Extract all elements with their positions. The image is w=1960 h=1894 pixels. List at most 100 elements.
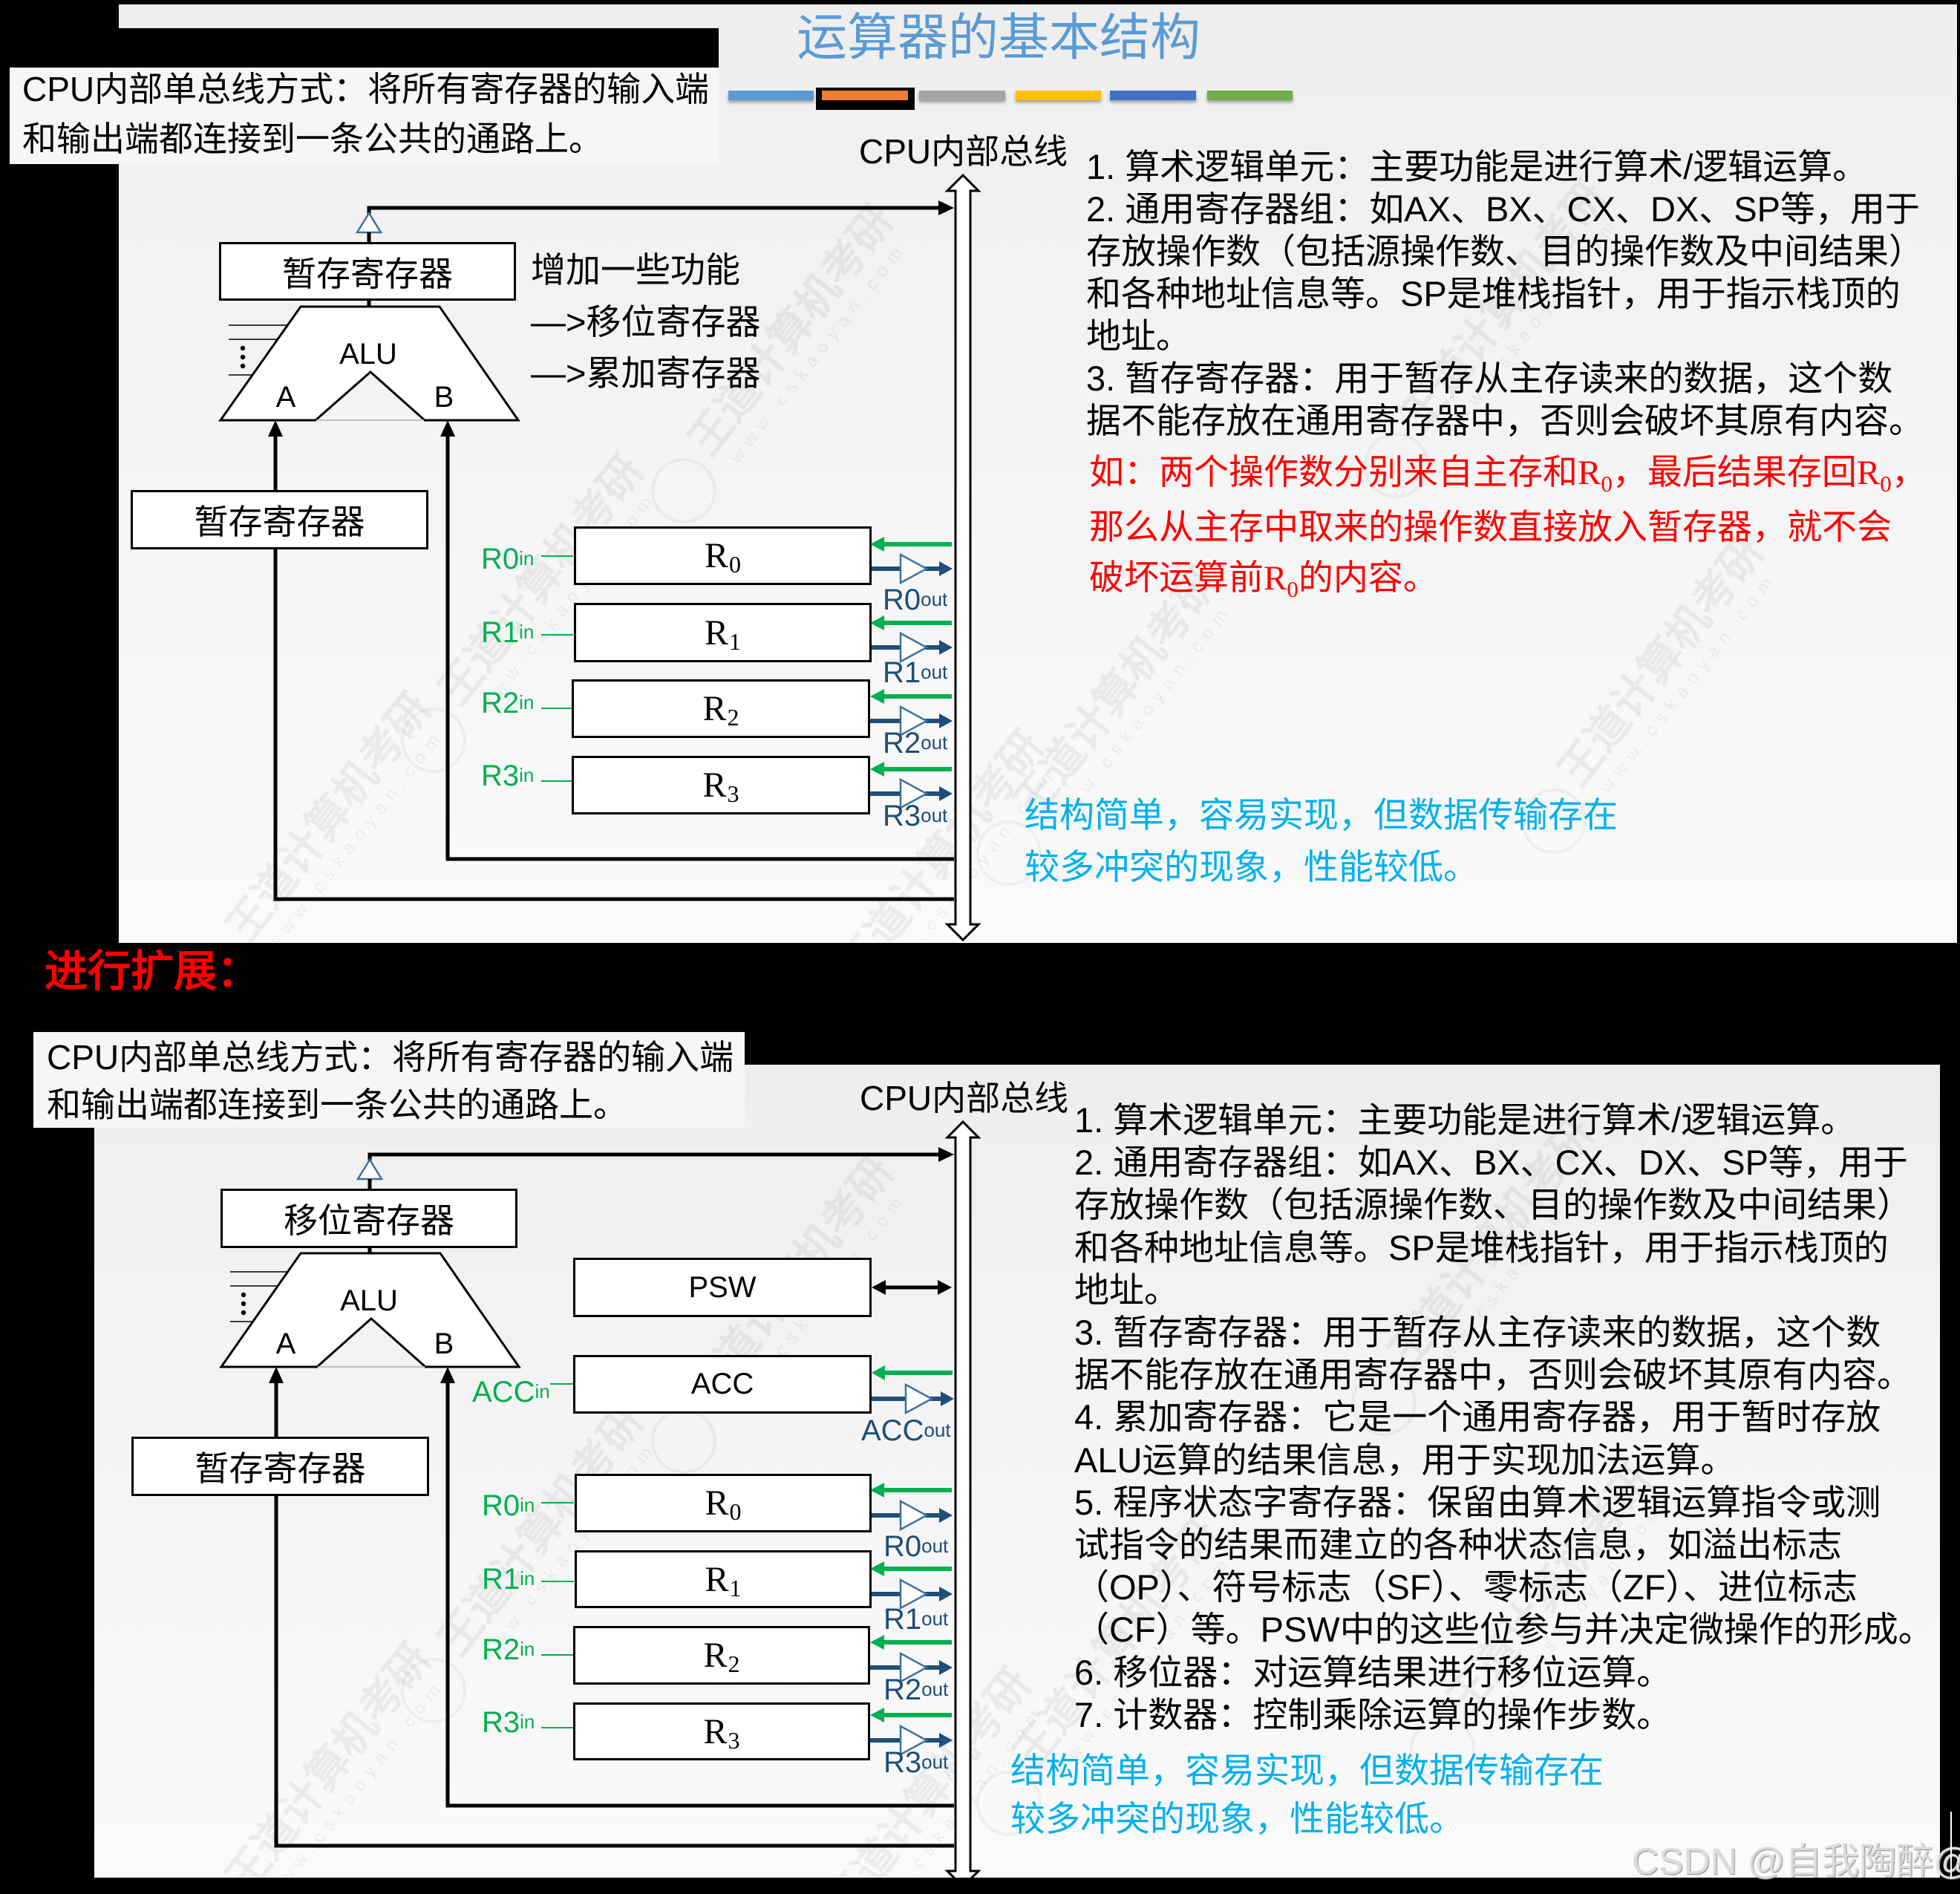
accent-bar-green (1207, 91, 1293, 100)
note-line: —>累加寄存器 (531, 353, 761, 393)
arrowhead-icon (938, 200, 954, 215)
note-line: 增加一些功能 (531, 250, 740, 290)
definition-line: CPU内部单总线方式：将所有寄存器的输入端 (22, 70, 710, 108)
alu-input-b-label: B (434, 1328, 454, 1360)
description-line: 5. 程序状态字寄存器：保留由算术逻辑运算指令或测 (1074, 1482, 1881, 1522)
bus-label: CPU内部总线 (859, 132, 1068, 171)
summary-note-top: 结构简单，容易实现，但数据传输存在 较多冲突的现象，性能较低。 (1025, 789, 1618, 893)
ellipsis-dot (240, 345, 246, 351)
accent-bar-gray (919, 91, 1005, 100)
temp-register-lower: 暂存寄存器 (131, 1437, 429, 1496)
tri-state-buffer-icon (356, 1157, 384, 1181)
r2-out-signal: R2out (883, 727, 948, 760)
description-line: 存放操作数（包括源操作数、目的操作数及中间结果） (1074, 1185, 1912, 1225)
alu-label: ALU (340, 1284, 398, 1317)
accent-bar-yellow (1016, 91, 1101, 100)
box-label: 暂存寄存器 (194, 503, 365, 541)
temp-register-lower: 暂存寄存器 (131, 490, 428, 549)
ellipsis-dot (240, 354, 246, 360)
definition-box-bottom: CPU内部单总线方式：将所有寄存器的输入端 和输出端都连接到一条公共的通路上。 (33, 1032, 745, 1128)
ellipsis-dot (241, 1292, 246, 1298)
description-line: 地址。 (1074, 1270, 1179, 1310)
internal-bus-double-arrow (944, 173, 981, 942)
accent-bar-blue (728, 91, 814, 100)
description-line: （OP）、符号标志（SF）、零标志（ZF）、进位标志 (1074, 1567, 1858, 1607)
arrowhead-icon (440, 1367, 455, 1383)
crop-edge-line (1950, 1812, 1952, 1878)
shift-register: 移位寄存器 (220, 1189, 517, 1248)
example-line: 如：两个操作数分别来自主存和R0，最后结果存回R0， (1089, 452, 1927, 497)
description-line: ALU运算的结果信息，用于实现加法运算。 (1074, 1440, 1736, 1480)
summary-line: 较多冲突的现象，性能较低。 (1010, 1799, 1464, 1838)
description-line: 试指令的结果而建立的各种状态信息，如溢出标志 (1074, 1525, 1842, 1565)
note-line: —>移位寄存器 (531, 301, 761, 342)
definition-line: 和输出端都连接到一条公共的通路上。 (47, 1085, 627, 1124)
acc-in-signal: ACCin (472, 1376, 550, 1408)
arrowhead-icon (872, 1280, 886, 1295)
description-line: 据不能存放在通用寄存器中，否则会破坏其原有内容。 (1086, 401, 1924, 440)
r3-out-signal: R3out (883, 1746, 949, 1779)
r1-in-signal: R1in (482, 1563, 535, 1596)
alu-label: ALU (339, 338, 397, 370)
section-heading: 进行扩展： (45, 947, 261, 996)
r0-out-signal: R0out (883, 1530, 949, 1563)
accent-bar-orange (822, 91, 908, 100)
description-line: 地址。 (1086, 316, 1191, 356)
description-line: 和各种地址信息等。SP是堆栈指针，用于指示栈顶的 (1074, 1227, 1889, 1267)
accent-bar-dark-blue (1110, 91, 1196, 100)
summary-line: 较多冲突的现象，性能较低。 (1025, 847, 1478, 886)
alu-input-b-label: B (434, 381, 454, 414)
ellipsis-dot (241, 1310, 246, 1316)
alu-input-b-wire (445, 1380, 954, 1808)
description-line: 1. 算术逻辑单元：主要功能是进行算术/逻辑运算。 (1074, 1100, 1856, 1140)
box-label: 移位寄存器 (284, 1201, 454, 1240)
alu-input-a-wire (273, 434, 954, 901)
definition-box-top: CPU内部单总线方式：将所有寄存器的输入端 和输出端都连接到一条公共的通路上。 (10, 68, 719, 164)
slide-title: 运算器的基本结构 (797, 10, 1201, 66)
r2-in-signal: R2in (482, 1633, 535, 1666)
summary-note-bottom: 结构简单，容易实现，但数据传输存在 较多冲突的现象，性能较低。 (1010, 1746, 1604, 1843)
r3-out-signal: R3out (883, 800, 948, 832)
temp-register-upper: 暂存寄存器 (219, 242, 516, 301)
definition-line: 和输出端都连接到一条公共的通路上。 (22, 120, 603, 158)
arrowhead-icon (938, 1147, 954, 1162)
acc-out-signal: ACCout (861, 1414, 951, 1447)
bus-label: CPU内部总线 (860, 1079, 1069, 1117)
example-line: 那么从主存中取来的操作数直接放入暂存器，就不会 (1089, 507, 1892, 546)
alu-input-a-label: A (275, 1328, 296, 1360)
description-line: 4. 累加寄存器：它是一个通用寄存器，用于暂时存放 (1074, 1397, 1881, 1437)
box-label: ACC (690, 1368, 754, 1400)
r2-in-signal: R2in (481, 687, 535, 719)
box-label: 暂存寄存器 (282, 254, 453, 293)
arrowhead-icon (440, 420, 455, 437)
description-line: 7. 计数器：控制乘除运算的操作步数。 (1074, 1694, 1672, 1734)
box-label: 暂存寄存器 (195, 1449, 366, 1488)
description-line: 2. 通用寄存器组：如AX、BX、CX、DX、SP等，用于 (1074, 1143, 1908, 1183)
description-line: 存放操作数（包括源操作数、目的操作数及中间结果） (1086, 232, 1924, 271)
example-note: 如：两个操作数分别来自主存和R0，最后结果存回R0， 那么从主存中取来的操作数直… (1089, 447, 1927, 607)
r3-in-signal: R3in (481, 760, 535, 792)
r0-out-signal: R0out (883, 584, 948, 616)
arrowhead-icon (269, 1367, 284, 1383)
r2-out-signal: R2out (883, 1673, 949, 1706)
arrowhead-icon (268, 420, 283, 437)
definition-line: CPU内部单总线方式：将所有寄存器的输入端 (47, 1038, 734, 1077)
alu-result-wire (368, 1152, 940, 1163)
r3-in-signal: R3in (482, 1706, 535, 1739)
r1-in-signal: R1in (481, 616, 535, 649)
description-line: 据不能存放在通用寄存器中，否则会破坏其原有内容。 (1074, 1355, 1912, 1395)
internal-bus-double-arrow (944, 1120, 981, 1878)
description-line: 2. 通用寄存器组：如AX、BX、CX、DX、SP等，用于 (1086, 189, 1920, 229)
description-line: （CF）等。PSW中的这些位参与并决定微操作的形成。 (1074, 1610, 1933, 1650)
alu-shape (218, 305, 520, 422)
component-description: 1. 算术逻辑单元：主要功能是进行算术/逻辑运算。 2. 通用寄存器组：如AX、… (1086, 146, 1924, 442)
acc-register: ACC (573, 1355, 872, 1414)
r1-out-signal: R1out (883, 656, 948, 689)
